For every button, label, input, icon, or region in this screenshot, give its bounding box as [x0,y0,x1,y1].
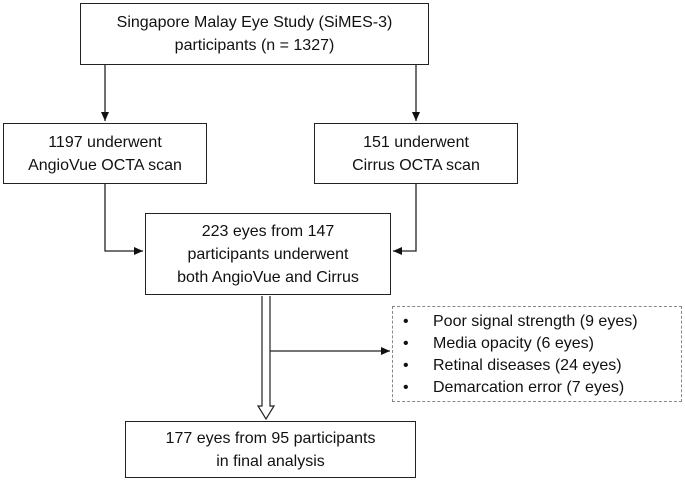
exclusion-item: • Poor signal strength (9 eyes) [393,311,681,333]
box-text-line: 1197 underwent [48,133,162,151]
box-text-line: Cirrus OCTA scan [352,156,480,174]
final-analysis-box: 177 eyes from 95 participants in final a… [125,421,416,478]
exclusion-list: • Poor signal strength (9 eyes) • Media … [393,307,681,399]
box-text-line: 223 eyes from 147 [201,222,335,240]
study-participants-box: Singapore Malay Eye Study (SiMES-3) part… [80,3,429,65]
box-text-line: both AngioVue and Cirrus [177,268,359,286]
bullet-icon: • [403,335,409,352]
box-text-line: Singapore Malay Eye Study (SiMES-3) [116,14,393,31]
box-text-line: 177 eyes from 95 participants [165,429,376,447]
arrow-right-to-middle [393,184,417,255]
box-text-line: participants underwent [187,245,349,263]
exclusion-item-text: Retinal diseases (24 eyes) [433,357,622,374]
exclusion-item-text: Media opacity (6 eyes) [433,335,594,352]
angiovue-box: 1197 underwent AngioVue OCTA scan [3,123,207,184]
bullet-icon: • [403,379,409,396]
box-text-line: AngioVue OCTA scan [28,156,182,174]
bullet-icon: • [403,357,409,374]
exclusion-item: • Retinal diseases (24 eyes) [393,355,681,377]
exclusion-item-text: Poor signal strength (9 eyes) [433,313,638,330]
block-arrow-middle-to-bottom [256,296,276,421]
box-text-line: in final analysis [216,452,325,470]
both-devices-box: 223 eyes from 147 participants underwent… [145,213,391,295]
box-text-line: participants (n = 1327) [174,37,335,54]
exclusion-item: • Demarcation error (7 eyes) [393,377,681,399]
cirrus-box: 151 underwent Cirrus OCTA scan [314,123,518,184]
box-text-line: 151 underwent [363,133,469,151]
exclusion-item: • Media opacity (6 eyes) [393,333,681,355]
arrow-left-to-middle [104,184,143,255]
exclusion-item-text: Demarcation error (7 eyes) [433,379,625,396]
bullet-icon: • [403,313,409,330]
exclusion-criteria-box: • Poor signal strength (9 eyes) • Media … [392,306,682,402]
